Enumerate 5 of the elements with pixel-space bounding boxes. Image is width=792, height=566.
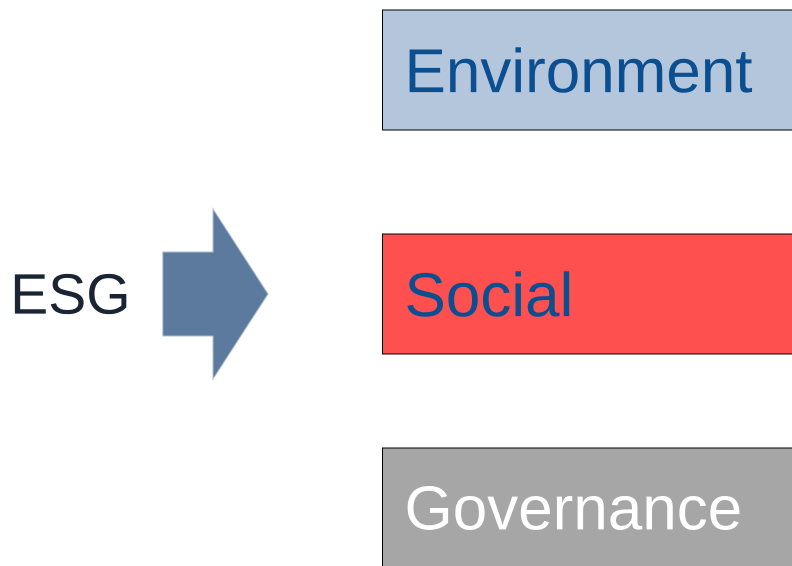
block-arrow bbox=[162, 207, 269, 381]
category-box: Governance bbox=[382, 448, 792, 566]
label-text: ESG bbox=[14, 274, 126, 314]
category-box: Social bbox=[382, 234, 792, 354]
category-box: Environment bbox=[382, 10, 792, 130]
